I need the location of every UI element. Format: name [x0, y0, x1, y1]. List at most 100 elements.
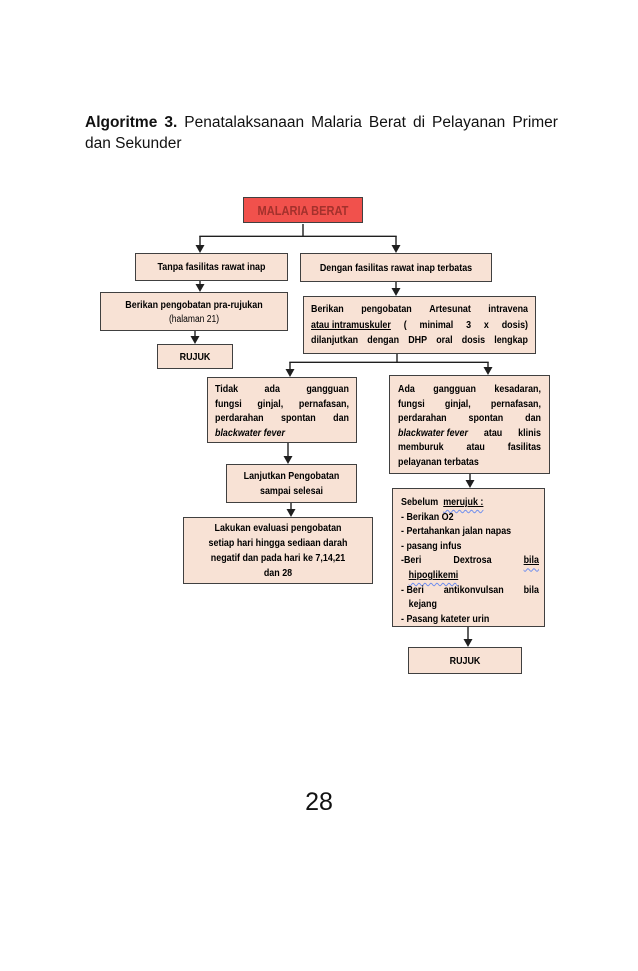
word: - Beri: [401, 583, 424, 596]
node-lakukan-evaluasi: Lakukan evaluasi pengobatan setiap hari …: [183, 517, 373, 584]
node-text-line5: memburuk atau fasilitas: [398, 440, 541, 455]
word: atau: [466, 441, 485, 453]
heading-plain: Sebelum: [401, 496, 439, 508]
node-label: RUJUK: [449, 654, 481, 667]
word: spontan: [468, 412, 504, 424]
word: (: [403, 318, 407, 331]
underlined-text: atau intramuskuler: [311, 318, 391, 331]
word: perdarahan: [215, 412, 264, 424]
node-artesunat: Berikan pengobatan Artesunat intravena atau…: [303, 296, 536, 354]
word: Artesunat: [429, 303, 471, 315]
word: dan: [525, 412, 541, 424]
node-malaria-berat: MALARIA BERAT: [243, 197, 363, 223]
node-text-line3: perdarahan spontan dan: [398, 411, 541, 426]
node-label: Dengan fasilitas rawat inap terbatas: [319, 261, 473, 274]
word: x: [483, 318, 489, 331]
node-lanjutkan-pengobatan: Lanjutkan Pengobatan sampai selesai: [226, 464, 357, 503]
node-rujuk-left: RUJUK: [157, 344, 233, 369]
word: intravena: [488, 303, 528, 315]
arrowhead: [285, 369, 295, 377]
node-label-line3: negatif dan pada hari ke 7,14,21: [210, 551, 346, 564]
list-item: - Pertahankan jalan napas: [401, 525, 512, 538]
arrowhead: [483, 367, 493, 375]
word: atau: [483, 426, 503, 439]
node-text-line4: blackwater fever: [215, 426, 349, 441]
arrowhead: [195, 245, 205, 253]
word: lengkap: [494, 334, 528, 346]
italic-text: blackwater fever: [215, 426, 285, 439]
italic-text: blackwater fever: [398, 426, 468, 439]
word: dosis): [501, 318, 529, 331]
underlined-text: merujuk :: [443, 496, 483, 508]
arrowhead: [190, 336, 200, 344]
word: ginjal,: [444, 397, 471, 410]
node-label-line2: setiap hari hingga sediaan darah: [208, 536, 348, 549]
arrowhead: [463, 639, 473, 647]
word: Berat: [368, 114, 406, 131]
node-pengobatan-pra-rujukan: Berikan pengobatan pra-rujukan (halaman …: [100, 292, 288, 331]
word: Algoritme: [85, 114, 158, 131]
spellcheck-underline: bila: [523, 554, 539, 567]
word: 3: [466, 318, 472, 331]
arrowhead: [286, 509, 296, 517]
word: klinis: [518, 426, 541, 439]
word: memburuk: [398, 441, 444, 453]
word: Pelayanan: [432, 114, 506, 131]
list-item: - Pasang kateter urin: [401, 612, 490, 625]
arrowhead: [391, 288, 401, 296]
node-rujuk-right: RUJUK: [408, 647, 522, 674]
word: gangguan: [306, 383, 349, 395]
node-label: RUJUK: [179, 350, 211, 363]
node-label-line2: sampai selesai: [259, 484, 324, 497]
node-tanpa-fasilitas: Tanpa fasilitas rawat inap: [135, 253, 288, 281]
word: fungsi: [398, 397, 425, 410]
list-item-continuation: kejang: [408, 598, 437, 611]
underlined-text: bila: [524, 553, 539, 568]
node-dengan-fasilitas: Dengan fasilitas rawat inap terbatas: [300, 253, 492, 282]
node-label-line1: Lakukan evaluasi pengobatan: [214, 521, 342, 534]
list-item-continuation: hipoglikemi: [401, 568, 539, 583]
word: dilanjutkan: [311, 334, 359, 346]
node-sebelum-merujuk: Sebelum merujuk : - Berikan O2 - Pertaha…: [392, 488, 545, 627]
node-text-line4: blackwater fever atau klinis: [398, 426, 541, 441]
node-label: MALARIA BERAT: [257, 202, 349, 218]
list-item: - Berikan O2: [401, 510, 454, 523]
node-text-line1: Berikan pengobatan Artesunat intravena: [311, 302, 528, 318]
word: kesadaran,: [494, 383, 541, 395]
arrowhead: [391, 245, 401, 253]
word: bila: [523, 583, 539, 596]
node-heading: Sebelum merujuk :: [401, 495, 539, 510]
word: Malaria: [311, 114, 362, 131]
node-ada-gangguan: Ada gangguan kesadaran, fungsi ginjal, perna…: [389, 375, 550, 474]
word: Penatalaksanaan: [184, 114, 305, 131]
arrowhead: [465, 480, 475, 488]
list-item: -Beri Dextrosa bila: [401, 553, 539, 568]
word: DHP: [408, 334, 428, 346]
word: Berikan: [311, 303, 344, 315]
word: dengan: [367, 334, 400, 346]
spellcheck-underline: hipoglikemi: [408, 568, 459, 581]
word: pengobatan: [361, 303, 412, 315]
word: Ada: [398, 383, 415, 395]
list-item: - Beri antikonvulsan bila: [401, 583, 539, 598]
node-label-line1: Berikan pengobatan pra-rujukan: [125, 298, 263, 311]
word: minimal: [419, 318, 454, 331]
word: fasilitas: [507, 441, 541, 453]
word: pernafasan,: [490, 397, 541, 410]
word: pernafasan,: [298, 397, 349, 410]
node-text-line6: pelayanan terbatas: [398, 455, 479, 468]
word: perdarahan: [398, 412, 447, 424]
node-text-line2: atau intramuskuler ( minimal 3 x dosis): [311, 318, 528, 334]
node-label: Tanpa fasilitas rawat inap: [157, 261, 266, 273]
word: gangguan: [433, 383, 476, 395]
node-label-line1: Lanjutkan Pengobatan: [243, 469, 340, 482]
word: fungsi: [215, 397, 242, 410]
node-text-line1: Ada gangguan kesadaran,: [398, 382, 541, 397]
word: di: [412, 114, 426, 131]
